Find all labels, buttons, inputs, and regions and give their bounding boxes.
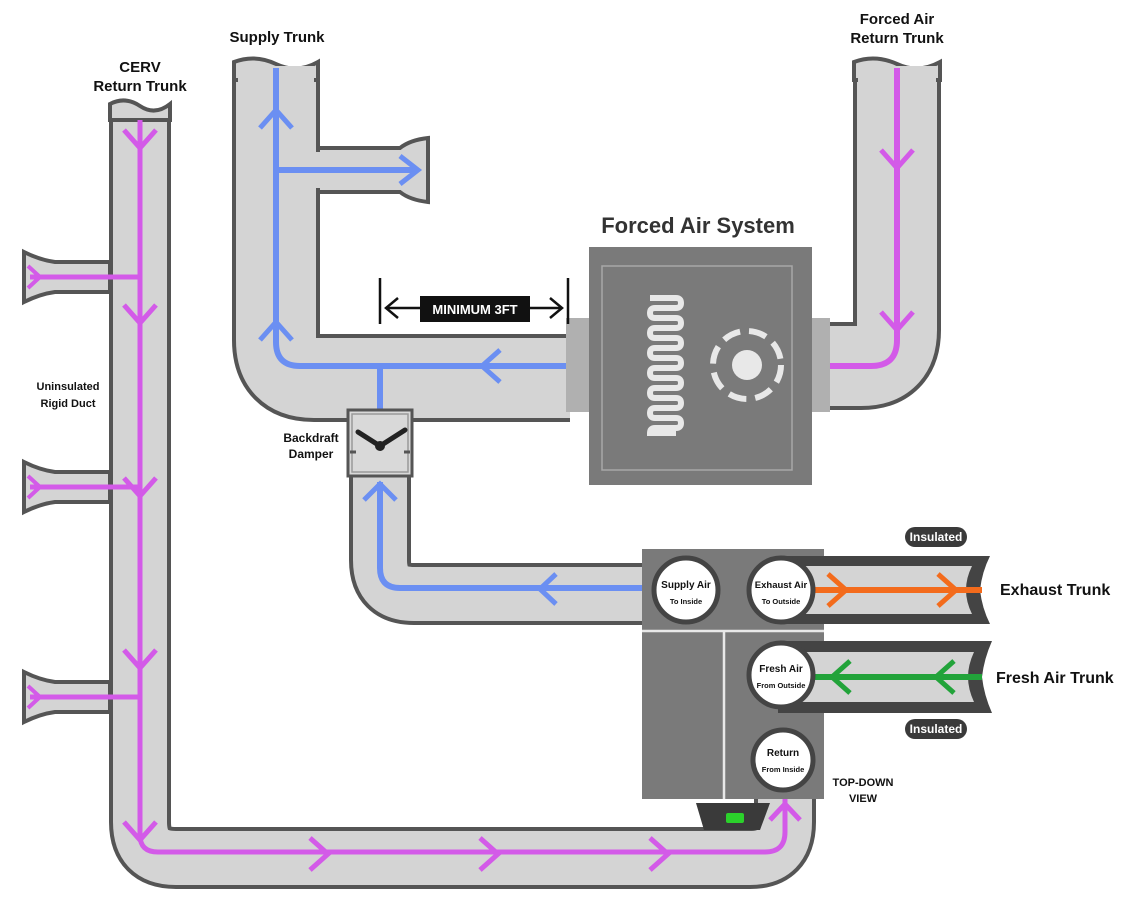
uninsulated-label-2: Rigid Duct	[41, 398, 96, 410]
return-title: Return	[767, 748, 799, 759]
forced-air-system-title: Forced Air System	[601, 213, 795, 238]
backdraft-label-1: Backdraft	[283, 431, 338, 445]
blower-fan-icon	[710, 328, 784, 402]
top-down-label-1: TOP-DOWN	[833, 777, 894, 789]
cerv-branch-3	[22, 668, 140, 726]
exhaust-trunk-label: Exhaust Trunk	[1000, 582, 1110, 599]
insulated-badge-top: Insulated	[905, 527, 967, 547]
top-down-label-2: VIEW	[849, 793, 878, 805]
return-sub: From Inside	[762, 765, 805, 774]
return-port: Return From Inside	[750, 727, 816, 793]
cerv-return-label-1: CERV	[119, 59, 160, 76]
exhaust-air-title: Exhaust Air	[755, 580, 808, 591]
supply-trunk	[232, 56, 570, 422]
minimum-distance-marker	[378, 278, 570, 324]
fresh-air-port: Fresh Air From Outside	[746, 640, 816, 710]
cerv-branch-1	[22, 248, 140, 306]
cerv-supply-duct	[349, 470, 660, 625]
fresh-air-sub: From Outside	[757, 681, 806, 690]
forced-air-return-trunk	[817, 56, 942, 410]
supply-air-sub: To Inside	[670, 597, 702, 606]
minimum-distance-label: MINIMUM 3FT	[432, 302, 517, 317]
exhaust-trunk	[778, 556, 990, 624]
cerv-return-label-2: Return Trunk	[93, 78, 187, 95]
insulated-badge-bottom: Insulated	[905, 719, 967, 739]
uninsulated-label-1: Uninsulated	[37, 381, 100, 393]
exhaust-air-port: Exhaust Air To Outside	[746, 555, 816, 625]
svg-text:Insulated: Insulated	[910, 530, 963, 544]
svg-text:Insulated: Insulated	[910, 722, 963, 736]
fresh-air-title: Fresh Air	[759, 664, 803, 675]
backdraft-damper	[346, 408, 414, 478]
forced-air-return-label-1: Forced Air	[860, 11, 935, 28]
cerv-return-trunk	[22, 98, 816, 889]
cerv-branch-2	[22, 458, 140, 516]
forced-air-system-unit	[566, 247, 830, 485]
forced-air-return-label-2: Return Trunk	[850, 30, 944, 47]
supply-trunk-label: Supply Trunk	[229, 29, 325, 46]
supply-air-title: Supply Air	[661, 580, 711, 591]
backdraft-label-2: Damper	[289, 447, 334, 461]
fresh-air-trunk-label: Fresh Air Trunk	[996, 670, 1114, 687]
exhaust-air-sub: To Outside	[762, 597, 801, 606]
heat-exchanger-coil-icon	[646, 295, 685, 436]
supply-air-port: Supply Air To Inside	[651, 555, 721, 625]
fresh-air-trunk	[778, 641, 992, 713]
